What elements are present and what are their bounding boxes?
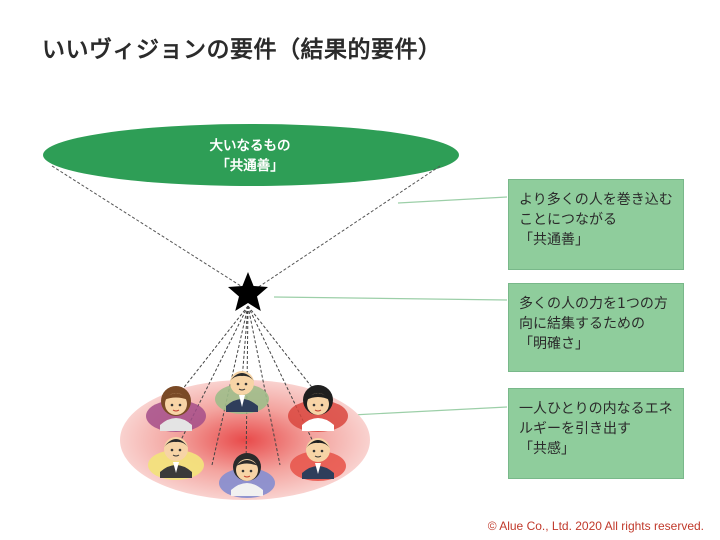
person-woman-black-hair-icon xyxy=(288,385,348,432)
common-good-ellipse xyxy=(43,124,459,186)
box-line: ルギーを引き出す xyxy=(519,421,631,437)
requirement-box-empathy: 一人ひとりの内なるエネ ルギーを引き出す 「共感」 xyxy=(508,388,684,479)
common-good-label-line1: 大いなるもの xyxy=(209,138,291,154)
box-line: 「明確さ」 xyxy=(519,336,589,352)
box-line: ことにつながる xyxy=(519,212,617,228)
common-good-label: 大いなるもの 「共通善」 xyxy=(150,136,350,176)
requirement-box-common-good: より多くの人を巻き込む ことにつながる 「共通善」 xyxy=(508,179,684,270)
cone-line-left xyxy=(51,165,245,289)
box-line: より多くの人を巻き込む xyxy=(519,192,673,208)
connector-line-1 xyxy=(397,196,508,204)
connector-line-2 xyxy=(273,296,508,301)
person-woman-bottom-icon xyxy=(219,453,275,498)
star-icon xyxy=(228,272,268,311)
box-line: 向に結集するための xyxy=(519,316,645,332)
common-good-label-line2: 「共通善」 xyxy=(216,158,284,174)
box-line: 「共感」 xyxy=(519,441,575,457)
person-man-left-icon xyxy=(148,437,204,480)
person-man-right-icon xyxy=(290,438,346,481)
person-man-top-icon xyxy=(215,371,269,414)
person-woman-brown-hair-icon xyxy=(146,386,206,432)
box-line: 「共通善」 xyxy=(519,232,589,248)
box-line: 多くの人の力を1つの方 xyxy=(519,296,668,312)
cone-line-right xyxy=(256,165,441,289)
requirement-box-clarity: 多くの人の力を1つの方 向に結集するための 「明確さ」 xyxy=(508,283,684,372)
copyright-footer: © Alue Co., Ltd. 2020 All rights reserve… xyxy=(487,519,704,533)
connector-line-3 xyxy=(351,406,508,416)
page-title: いいヴィジョンの要件（結果的要件） xyxy=(42,37,442,63)
box-line: 一人ひとりの内なるエネ xyxy=(519,401,673,417)
